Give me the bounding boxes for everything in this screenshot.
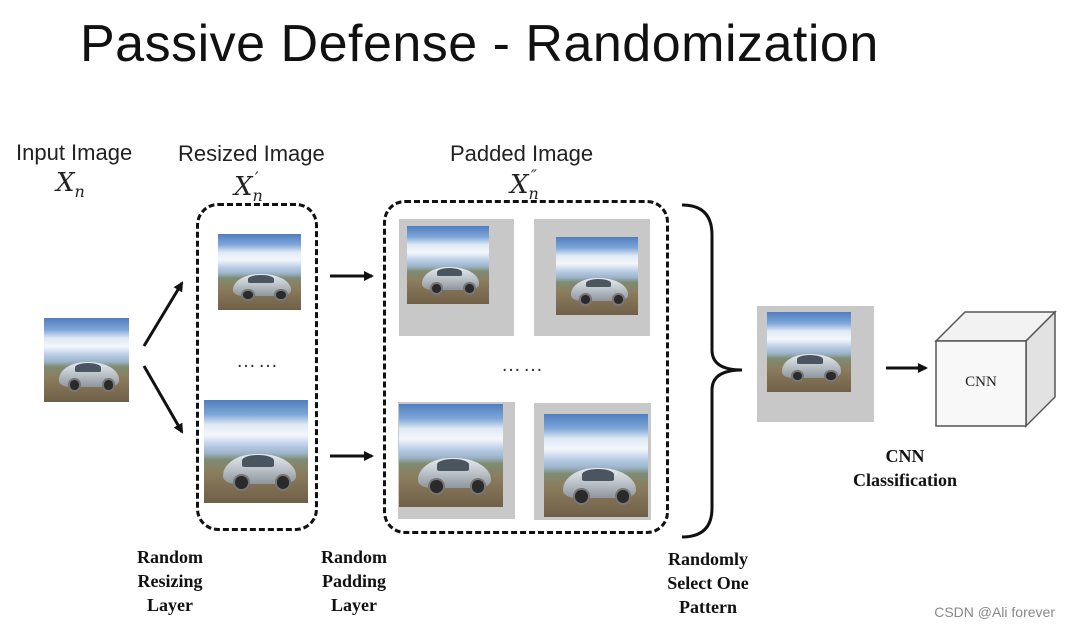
resized-image-large <box>204 400 308 503</box>
arrow-input-to-small <box>142 281 184 347</box>
padded-image-label: Padded Image <box>450 141 594 166</box>
page-title: Passive Defense - Randomization <box>80 15 879 73</box>
cnn-cube-front <box>935 340 1027 427</box>
arrow-input-to-large <box>142 365 184 434</box>
padded-image-4 <box>544 414 648 517</box>
resized-ellipsis: …… <box>236 350 280 372</box>
padded-image-3 <box>399 404 503 507</box>
selected-pattern-image <box>767 312 851 392</box>
padded-images-group <box>383 200 669 534</box>
watermark: CSDN @Ali forever <box>934 604 1055 620</box>
input-image-label: Input Image <box>16 140 133 165</box>
resized-image-symbol: Xn′ <box>234 168 263 205</box>
select-bracket <box>681 203 743 539</box>
resized-images-group <box>196 203 318 531</box>
resized-image-label: Resized Image <box>178 141 325 166</box>
input-image-symbol: Xn <box>56 168 85 201</box>
cnn-box-label: CNN <box>965 374 997 390</box>
padded-image-2 <box>556 237 638 315</box>
resized-image-small <box>218 234 301 310</box>
padded-image-1 <box>407 226 489 304</box>
padded-ellipsis: …… <box>501 354 545 376</box>
input-image <box>44 318 129 402</box>
padded-image-symbol: Xn″ <box>510 166 539 203</box>
